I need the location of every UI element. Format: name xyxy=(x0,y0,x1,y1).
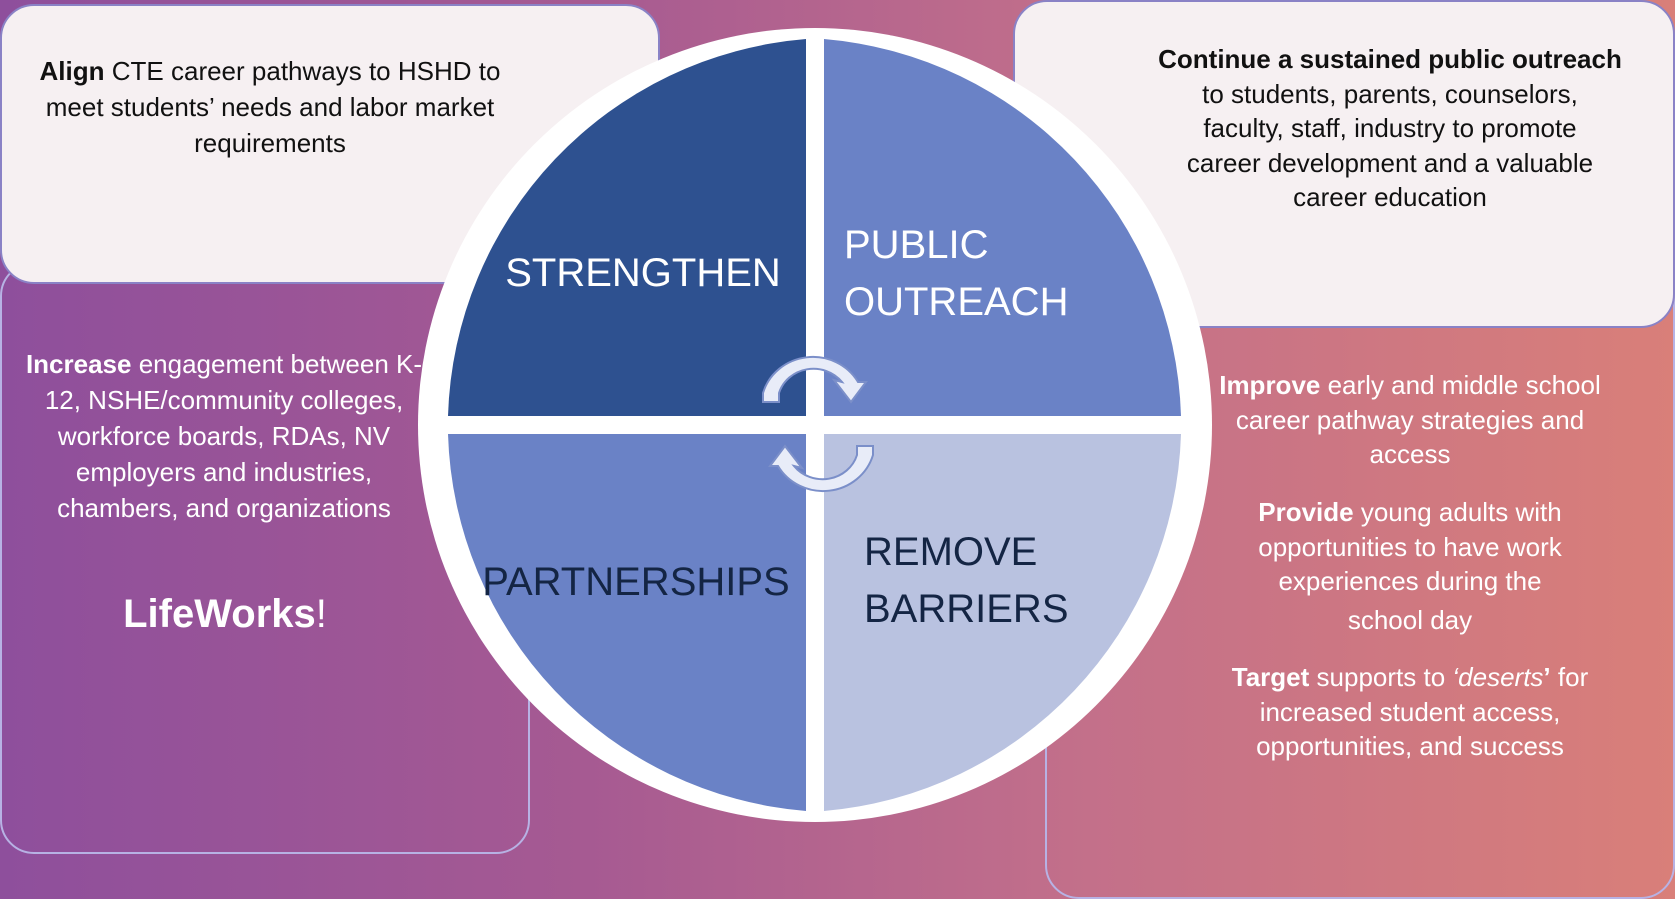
improve-bold: Improve xyxy=(1219,370,1321,400)
quadrant-strengthen xyxy=(448,39,806,416)
increase-text: Increase engagement between K- 12, NSHE/… xyxy=(0,347,448,526)
improve-line2: career pathway strategies and xyxy=(1235,404,1585,435)
outreach-line5: career education xyxy=(1293,182,1487,213)
provide-text: Provide young adults with opportunities … xyxy=(1180,495,1640,637)
target-text: Target supports to ‘deserts’ for increas… xyxy=(1180,660,1640,764)
provide-line2: opportunities to have work xyxy=(1258,531,1562,562)
increase-line4: employers and industries, xyxy=(75,456,373,487)
target-line3: opportunities, and success xyxy=(1256,731,1564,762)
outreach-line4: career development and a valuable xyxy=(1186,147,1594,178)
target-bold: Target xyxy=(1231,662,1310,692)
outreach-line3: faculty, staff, industry to promote xyxy=(1203,113,1577,144)
label-remove-barriers-1: REMOVE xyxy=(864,530,1037,574)
provide-line3: experiences during the xyxy=(1278,566,1542,597)
increase-line5: chambers, and organizations xyxy=(57,492,391,523)
target-line2: increased student access, xyxy=(1259,696,1561,727)
label-public-outreach-1: PUBLIC xyxy=(844,223,989,267)
increase-bold: Increase xyxy=(25,349,132,379)
target-italic: ‘deserts xyxy=(1452,662,1544,692)
align-line2: meet students’ needs and labor market xyxy=(45,91,495,122)
circle-border xyxy=(418,28,1212,822)
provide-bold: Provide xyxy=(1258,497,1354,527)
outreach-line2: to students, parents, counselors, xyxy=(1202,78,1578,109)
align-line1: CTE career pathways to HSHD to xyxy=(104,56,501,86)
align-text: Align CTE career pathways to HSHD to mee… xyxy=(0,54,540,162)
align-bold: Align xyxy=(39,56,105,86)
target-line1a: supports to xyxy=(1309,662,1453,692)
quadrant-remove-barriers xyxy=(824,434,1181,811)
increase-line3: workforce boards, RDAs, NV xyxy=(57,420,391,451)
improve-text: Improve early and middle school career p… xyxy=(1180,368,1640,472)
lifeworks-bang: ! xyxy=(315,592,327,636)
increase-line1: engagement between K- xyxy=(131,349,423,379)
provide-line4: school day xyxy=(1347,604,1473,635)
cycle-arrows-icon xyxy=(762,356,874,492)
lifeworks-word: LifeWorks xyxy=(123,592,316,636)
provide-line1: young adults with xyxy=(1353,497,1562,527)
label-remove-barriers-2: BARRIERS xyxy=(864,587,1069,631)
improve-line1: early and middle school xyxy=(1320,370,1601,400)
label-partnerships: PARTNERSHIPS xyxy=(482,560,789,604)
increase-line2: 12, NSHE/community colleges, xyxy=(44,384,404,415)
improve-line3: access xyxy=(1369,439,1451,470)
target-quote: ’ xyxy=(1543,662,1551,692)
target-line1b: for xyxy=(1550,662,1589,692)
quadrant-public-outreach xyxy=(824,39,1181,416)
outreach-line1: Continue a sustained public outreach xyxy=(1158,44,1622,74)
label-strengthen: STRENGTHEN xyxy=(505,251,781,295)
label-public-outreach-2: OUTREACH xyxy=(844,280,1068,324)
align-line3: requirements xyxy=(194,127,346,158)
quadrant-partnerships xyxy=(448,434,806,811)
outreach-text: Continue a sustained public outreach to … xyxy=(1120,42,1660,215)
lifeworks-logo: LifeWorks! xyxy=(60,592,390,637)
